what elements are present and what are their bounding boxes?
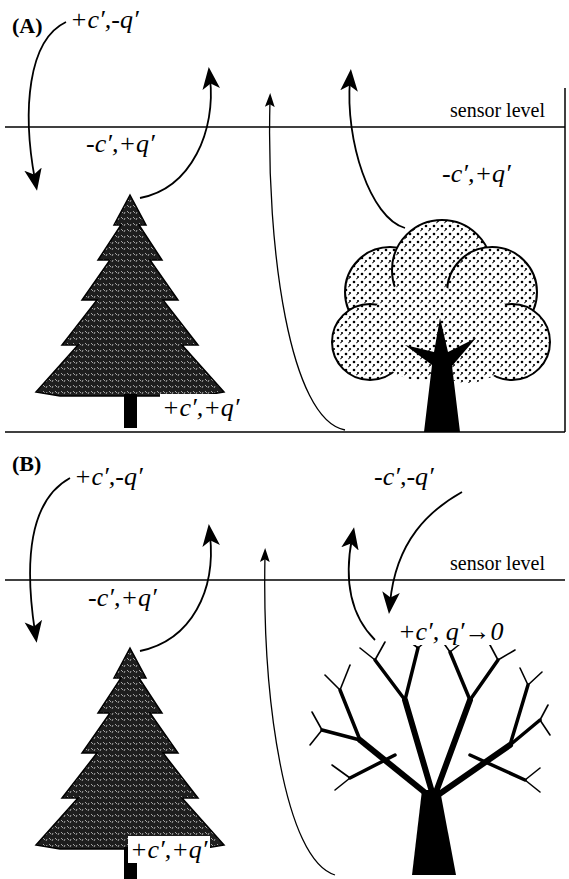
flux-label: +c′,+q′ (128, 836, 210, 863)
flux-label: +c′,-q′ (72, 463, 145, 490)
flux-label: +c′, q′→0 (396, 618, 505, 645)
flux-label: -c′,+q′ (440, 160, 513, 187)
flux-label: -c′,+q′ (86, 584, 159, 611)
bare-tree (310, 636, 550, 875)
deciduous-tree (332, 220, 550, 432)
flux-label: +c′,-q′ (68, 6, 141, 33)
panel-letter: (B) (10, 452, 43, 475)
sensor-label: sensor level (448, 100, 547, 121)
panel-letter: (A) (10, 14, 45, 37)
flux-label: -c′,+q′ (84, 130, 157, 157)
sensor-label: sensor level (448, 553, 547, 574)
flux-label: +c′,+q′ (160, 394, 242, 421)
flux-label: -c′,-q′ (372, 463, 436, 490)
